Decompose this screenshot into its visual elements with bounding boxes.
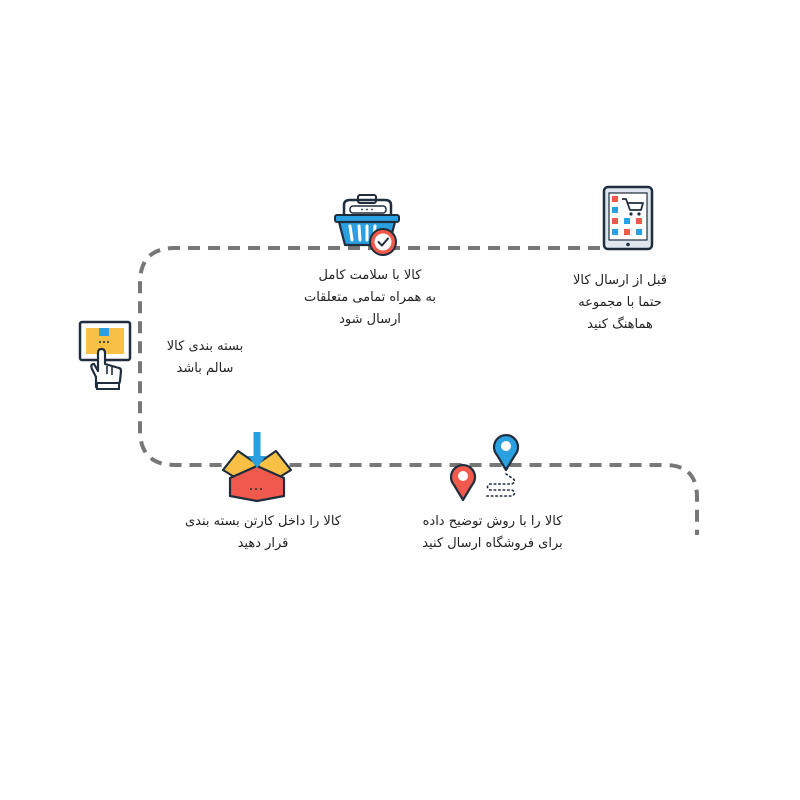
step-carton-text: کالا را داخل کارتن بسته بندی قرار دهید [158,511,368,555]
step-carton-line-2: قرار دهید [237,536,289,551]
dashed-route-path [138,246,699,535]
step-complete-line-2: به همراه تمامی متعلقات [303,290,437,305]
step-complete-line-1: کالا با سلامت کامل [318,268,422,283]
step-carton-line-1: کالا را داخل کارتن بسته بندی [185,514,341,529]
step-coordinate-text: قبل از ارسال کالا حتما با مجموعه هماهنگ … [550,270,690,336]
step-complete-line-3: ارسال شود [339,312,401,327]
step-coordinate-line-3: هماهنگ کنید [587,317,653,332]
step-coordinate-line-1: قبل از ارسال کالا [572,273,668,288]
step-shipping-line-2: برای فروشگاه ارسال کنید [422,536,563,551]
shopping-basket-check-icon [334,194,400,256]
map-pins-route-icon [449,433,520,502]
tablet-shopping-cart-icon [602,185,654,251]
step-packaging-line-1: بسته بندی کالا [166,339,244,354]
hand-box-icon [78,320,132,390]
step-shipping-line-1: کالا را با روش توضیح داده [422,514,563,529]
step-complete-text: کالا با سلامت کامل به همراه تمامی متعلقا… [280,265,460,331]
step-packaging-line-2: سالم باشد [176,361,234,376]
open-box-arrow-icon [221,432,293,503]
step-shipping-text: کالا را با روش توضیح داده برای فروشگاه ا… [395,511,590,555]
step-coordinate-line-2: حتما با مجموعه [578,295,662,310]
step-packaging-text: بسته بندی کالا سالم باشد [150,336,260,380]
